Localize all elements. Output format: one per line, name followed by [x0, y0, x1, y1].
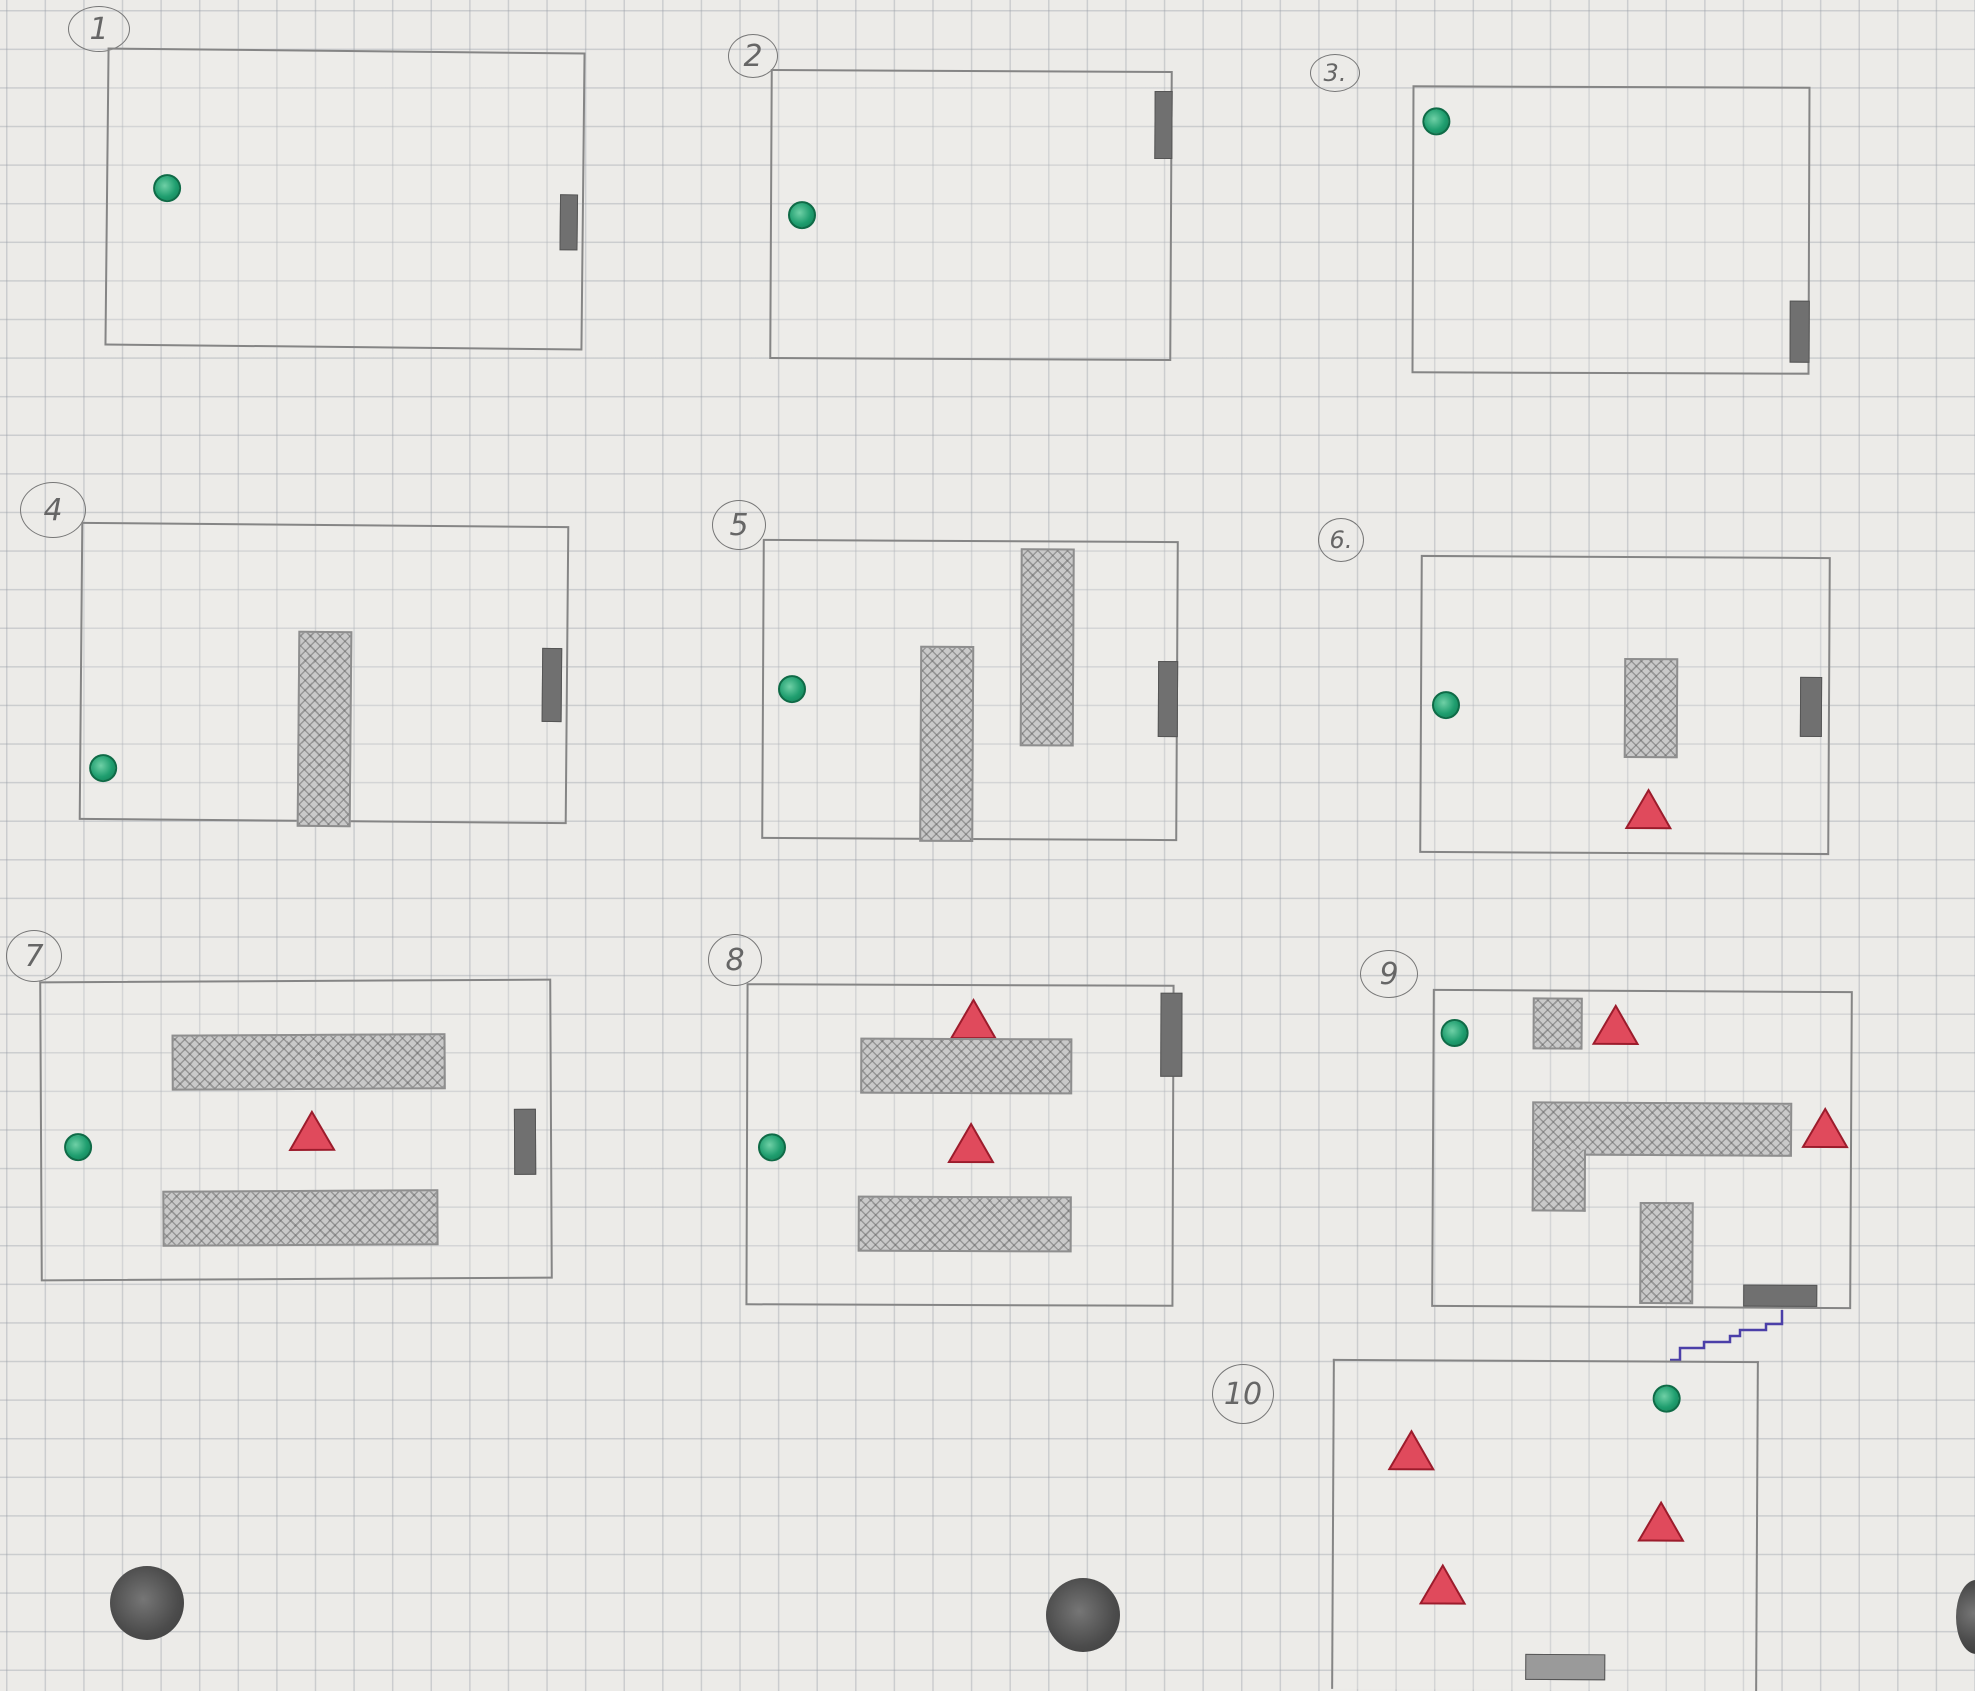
level-number-9: 9 — [1360, 950, 1418, 998]
player-icon — [1431, 690, 1461, 720]
wall-block — [860, 1037, 1073, 1095]
level-2-room — [769, 68, 1173, 362]
level-number-1: 1 — [68, 6, 130, 52]
enemy-triangle — [949, 998, 998, 1040]
wall-block — [1532, 997, 1583, 1050]
player-icon — [64, 1133, 93, 1162]
player-icon — [757, 1133, 787, 1162]
level-number-8: 8 — [708, 934, 762, 986]
wall-block — [1531, 1101, 1793, 1157]
level-3-room — [1411, 85, 1811, 375]
player-icon — [1652, 1384, 1681, 1413]
level-7-room — [39, 978, 553, 1282]
player-icon — [1422, 107, 1451, 136]
enemy-triangle — [1387, 1429, 1436, 1471]
wall-block — [162, 1189, 439, 1247]
level-number-7: 7 — [6, 930, 62, 982]
exit-door — [1154, 90, 1173, 160]
wall-block — [1639, 1201, 1694, 1305]
level-9-room — [1431, 988, 1853, 1310]
player-icon — [152, 173, 182, 203]
binder-hole — [1046, 1578, 1120, 1652]
level-10-room — [1331, 1358, 1759, 1691]
player-icon — [89, 753, 118, 783]
enemy-triangle — [288, 1109, 336, 1152]
level-number-5: 5 — [712, 500, 766, 550]
enemy-triangle — [1624, 788, 1673, 830]
enemy-triangle — [1418, 1563, 1467, 1605]
level-number-10: 10 — [1212, 1364, 1274, 1424]
enemy-triangle — [1591, 1003, 1640, 1045]
level-5-room — [761, 538, 1179, 843]
wall-block — [296, 630, 353, 828]
level-8-room — [745, 983, 1183, 1307]
level-6-room — [1419, 554, 1831, 856]
stairs-connector-line — [1670, 1310, 1784, 1362]
player-icon — [787, 201, 817, 230]
level-number-2: 2 — [728, 34, 778, 78]
exit-door — [541, 647, 563, 723]
exit-door — [559, 194, 579, 251]
enemy-triangle — [1637, 1500, 1685, 1542]
binder-hole — [110, 1566, 184, 1640]
binder-hole — [1956, 1580, 1975, 1654]
player-icon — [777, 674, 807, 704]
enemy-triangle — [947, 1122, 995, 1164]
level-1-room — [104, 47, 586, 351]
wall-block — [857, 1195, 1072, 1253]
wall-block — [919, 645, 975, 843]
level-number-3: 3. — [1310, 54, 1360, 92]
player-icon — [1440, 1018, 1469, 1048]
exit-door — [513, 1108, 537, 1175]
exit-door — [1525, 1653, 1606, 1681]
level-number-6: 6. — [1318, 518, 1364, 562]
exit-door — [1789, 300, 1810, 363]
level-number-4: 4 — [20, 482, 86, 538]
wall-block — [1623, 657, 1679, 759]
exit-door — [1799, 676, 1823, 738]
exit-door — [1160, 992, 1183, 1077]
enemy-triangle — [1801, 1106, 1849, 1149]
wall-block — [1019, 548, 1075, 747]
wall-block — [1531, 1149, 1586, 1212]
wall-block — [171, 1033, 446, 1091]
level-4-room — [78, 521, 570, 828]
exit-door — [1157, 660, 1179, 738]
